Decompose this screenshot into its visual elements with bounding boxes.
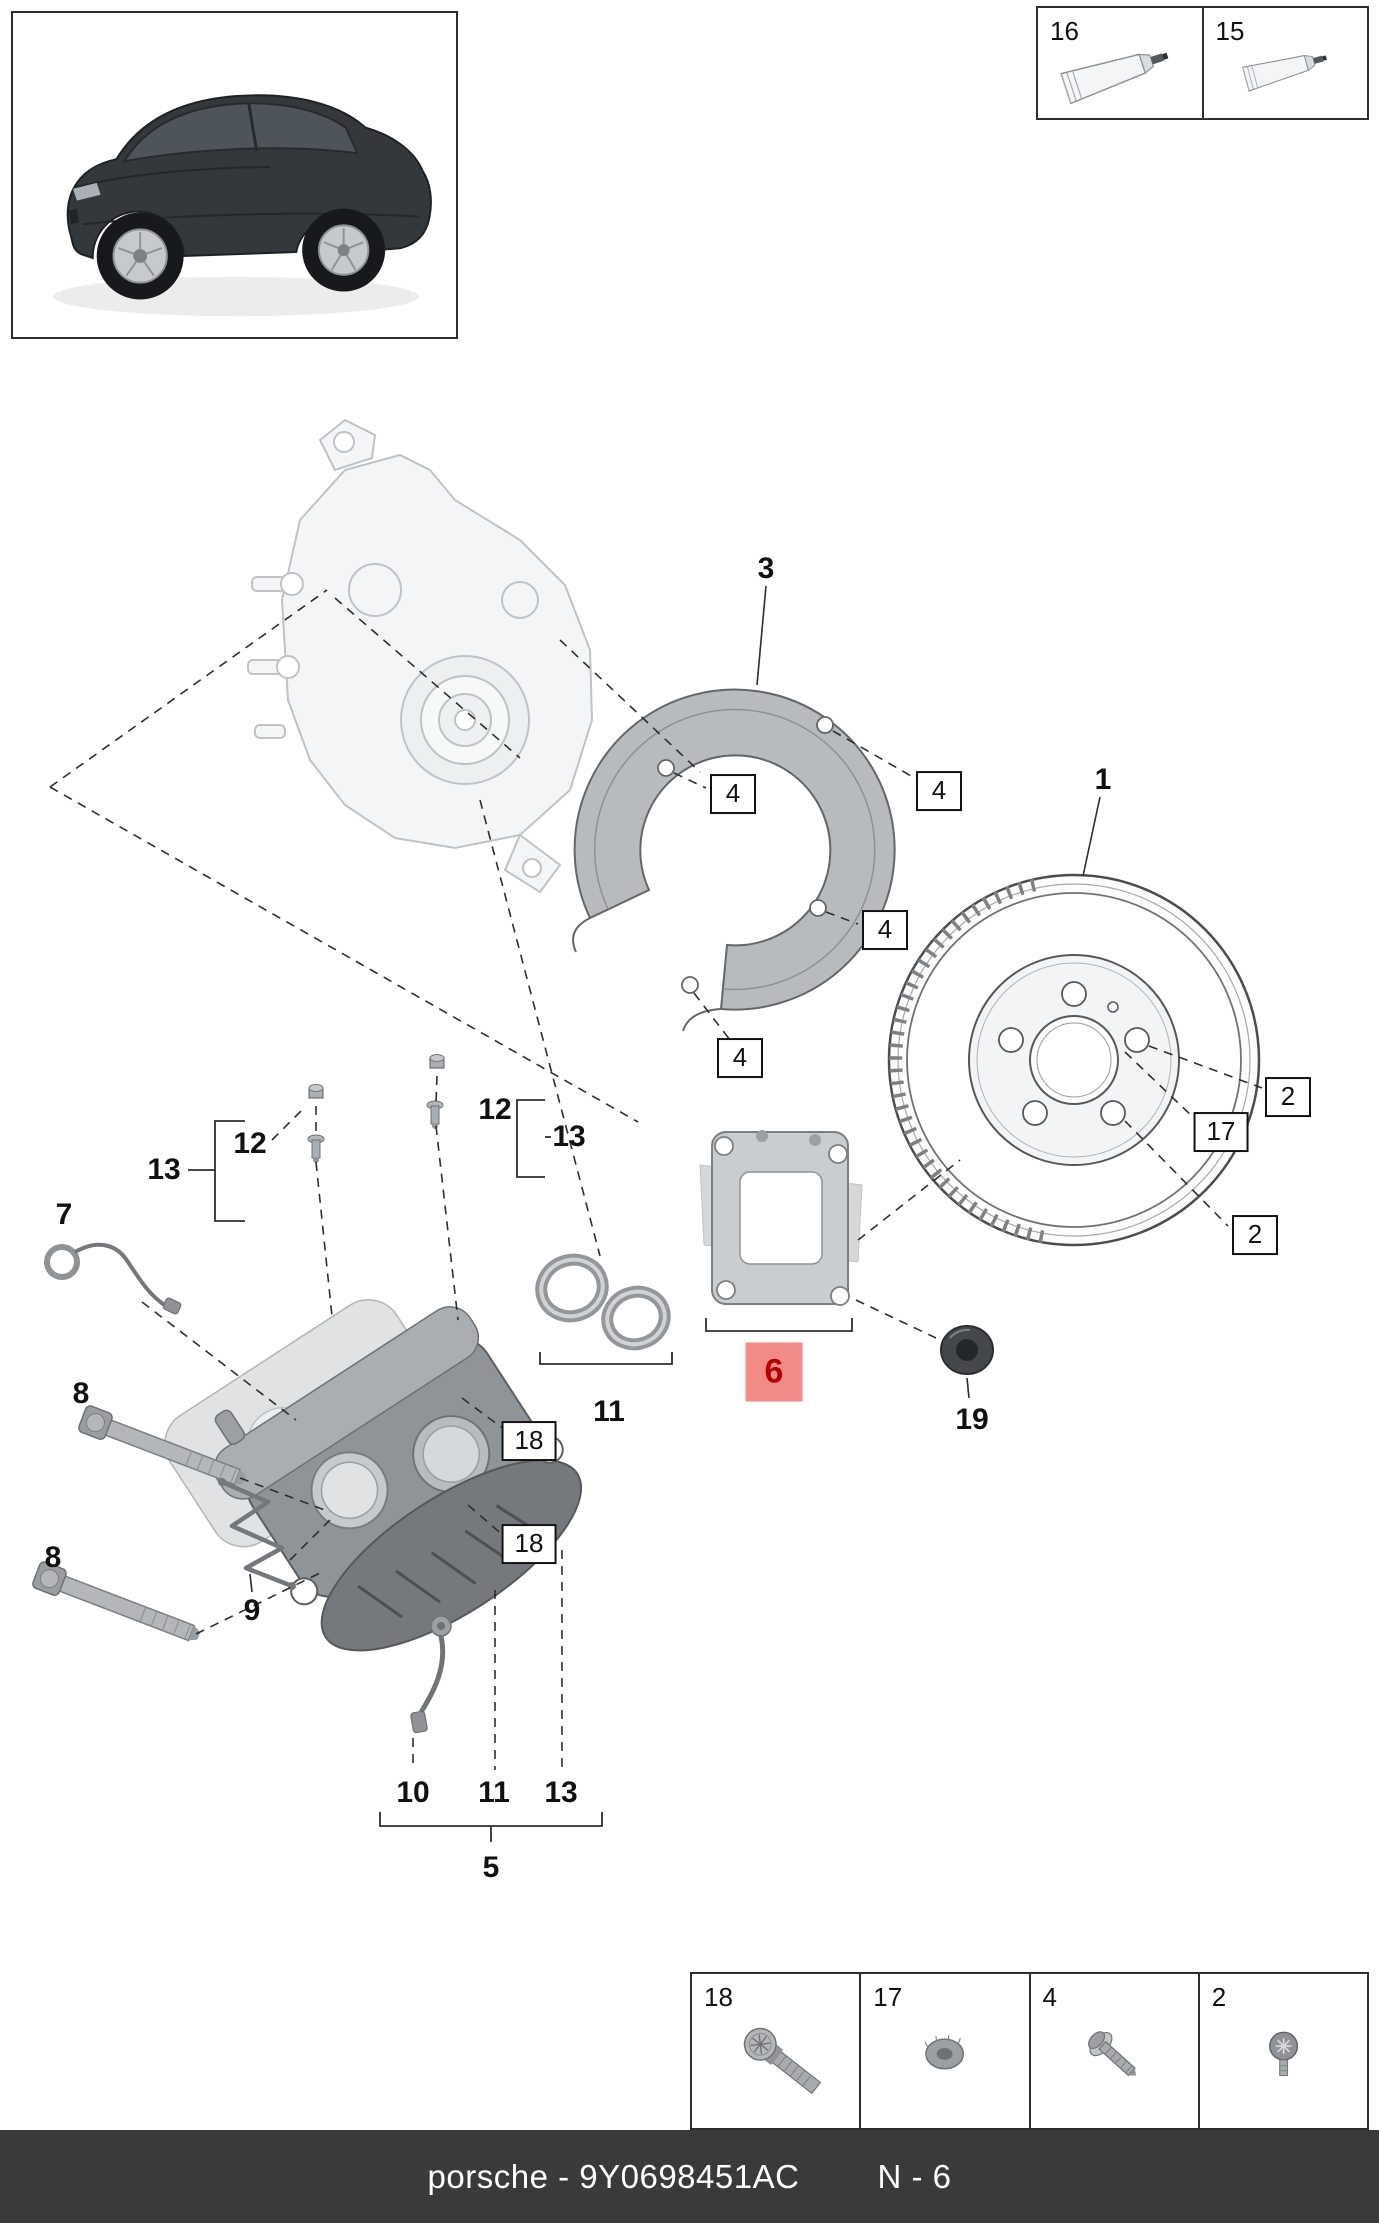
- callout-9[interactable]: 9: [243, 1594, 261, 1627]
- brake-hose-illustration: [410, 1615, 452, 1734]
- callout-13-left[interactable]: 13: [147, 1153, 181, 1186]
- callout-4-box-4[interactable]: 4: [717, 1038, 763, 1078]
- callout-12-right[interactable]: 12: [478, 1093, 512, 1126]
- fastener-label-2: 2: [1211, 1982, 1227, 2012]
- callout-19[interactable]: 19: [955, 1403, 989, 1436]
- legend-cell-15[interactable]: 15: [1201, 8, 1368, 118]
- guide-bolt-illustration: [32, 1405, 247, 1642]
- fastener-label-17: 17: [873, 1982, 903, 2012]
- pad-carrier-illustration: [699, 1130, 863, 1306]
- footer-page-ref: N - 6: [877, 2157, 952, 2195]
- fastener-cell-4[interactable]: 4: [1028, 1974, 1198, 2128]
- multipoint-screw-icon: [743, 2027, 822, 2095]
- callout-4-box-3[interactable]: 4: [862, 910, 908, 950]
- callout-10[interactable]: 10: [396, 1776, 430, 1809]
- callout-11-bottom[interactable]: 11: [478, 1776, 510, 1809]
- callout-18-box-1[interactable]: 18: [501, 1421, 557, 1461]
- callout-18-box-2[interactable]: 18: [501, 1524, 557, 1564]
- callout-5[interactable]: 5: [482, 1851, 500, 1884]
- footer-bar: porsche - 9Y0698451AC N - 6: [0, 2130, 1379, 2223]
- cap-illustration: [940, 1325, 994, 1375]
- callout-11-mid[interactable]: 11: [593, 1395, 625, 1428]
- callout-4-box-1[interactable]: 4: [710, 774, 756, 814]
- fastener-label-18: 18: [704, 1982, 733, 2012]
- retaining-spring-illustration: [218, 1478, 296, 1590]
- grouping-brackets: [188, 1099, 853, 1842]
- legend-label-16: 16: [1050, 16, 1079, 46]
- fastener-cell-17[interactable]: 17: [859, 1974, 1028, 2128]
- legend-label-15: 15: [1215, 16, 1245, 46]
- legend-cell-16[interactable]: 16: [1038, 8, 1202, 118]
- sealant-legend-box: 16 15: [1036, 6, 1369, 120]
- callout-2-box-2[interactable]: 2: [1232, 1215, 1278, 1255]
- callout-3[interactable]: 3: [757, 552, 775, 585]
- wheel-carrier-illustration: [247, 418, 594, 894]
- callout-13-right[interactable]: 13: [552, 1120, 586, 1153]
- callout-12-left[interactable]: 12: [233, 1127, 267, 1160]
- fastener-cell-2[interactable]: 2: [1197, 1974, 1367, 2128]
- splash-shield-illustration: [572, 688, 896, 1032]
- vehicle-thumbnail-box[interactable]: [11, 11, 458, 339]
- callout-8-top[interactable]: 8: [72, 1377, 90, 1410]
- callout-1[interactable]: 1: [1094, 763, 1112, 796]
- vehicle-illustration: [53, 94, 432, 317]
- callout-13-bottom[interactable]: 13: [544, 1776, 578, 1809]
- countersunk-screw-icon: [1268, 2031, 1298, 2077]
- bleeder-valve-illustration: [307, 1054, 445, 1163]
- fastener-cell-18[interactable]: 18: [692, 1974, 859, 2128]
- callout-2-box-1[interactable]: 2: [1265, 1077, 1311, 1117]
- nut-icon: [924, 2035, 965, 2070]
- solid-leader-lines: [249, 585, 1101, 1593]
- washer-screw-icon: [1087, 2031, 1136, 2077]
- brake-disc-illustration: [887, 873, 1261, 1247]
- wear-sensor-illustration: [44, 1242, 182, 1315]
- fastener-label-4: 4: [1042, 1982, 1057, 2012]
- seal-rings-illustration: [535, 1253, 671, 1351]
- callout-17-box[interactable]: 17: [1193, 1112, 1249, 1152]
- footer-part-number: porsche - 9Y0698451AC: [427, 2157, 800, 2195]
- fastener-reference-table: 18 17: [690, 1972, 1369, 2130]
- callout-8-bottom[interactable]: 8: [44, 1541, 62, 1574]
- sealant-tube-large-icon: [1060, 52, 1169, 105]
- callout-7[interactable]: 7: [55, 1198, 73, 1231]
- sealant-tube-small-icon: [1241, 54, 1327, 92]
- callout-6-highlighted[interactable]: 6: [745, 1342, 803, 1402]
- callout-4-box-2[interactable]: 4: [916, 771, 962, 811]
- dashed-leader-lines: [49, 589, 1263, 1770]
